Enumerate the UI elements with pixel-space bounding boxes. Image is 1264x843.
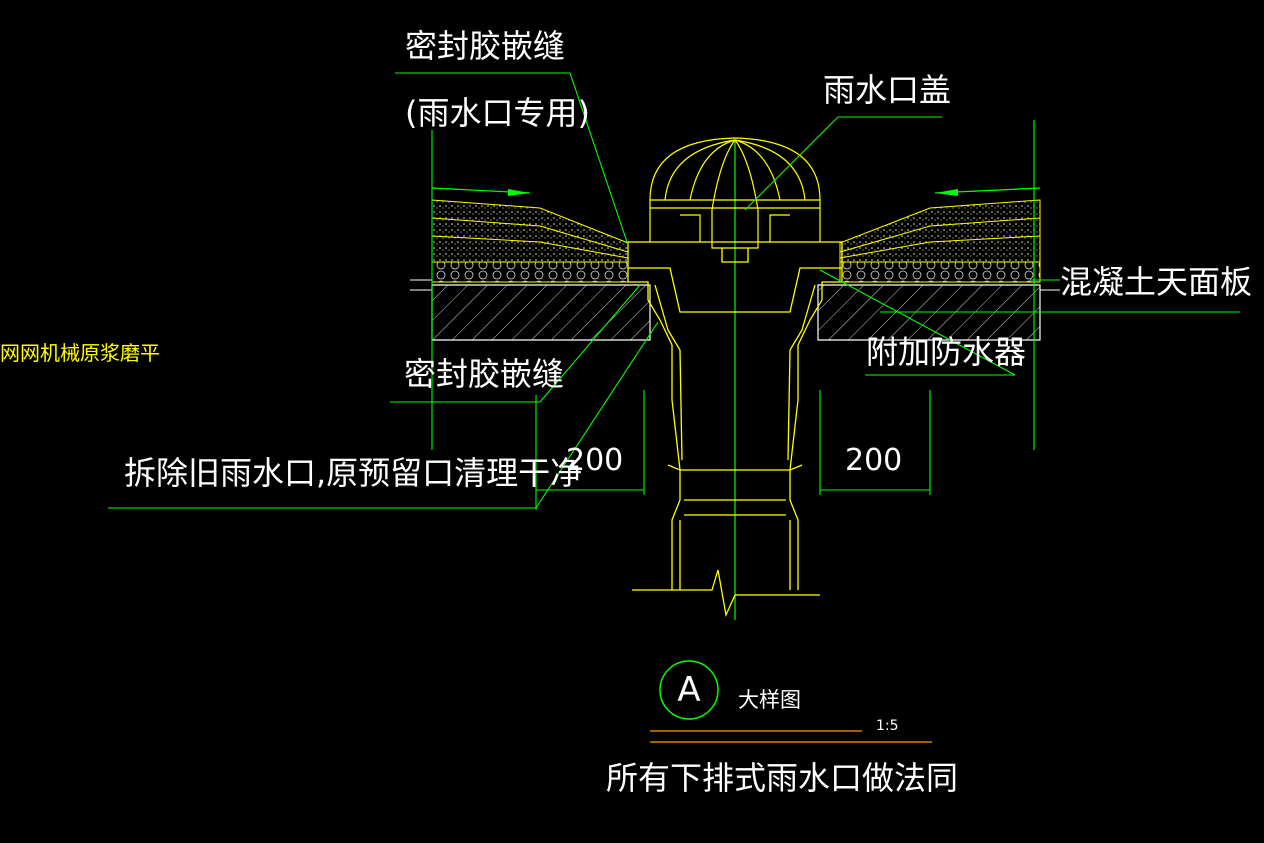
label-sealant-top-sub: (雨水口专用)	[405, 94, 590, 132]
left-roof-layers	[410, 199, 651, 341]
label-concrete-slab: 混凝土天面板	[1060, 263, 1253, 301]
dimension-right: 200	[845, 443, 903, 478]
detail-scale: 1:5	[876, 718, 899, 734]
dimension-lines	[535, 390, 931, 510]
label-demolish-note: 拆除旧雨水口,原预留口清理干净	[124, 454, 583, 492]
detail-symbol: A	[677, 670, 701, 710]
downpipe	[632, 464, 820, 618]
label-side-note: 网网机械原浆磨平	[0, 341, 160, 365]
detail-name: 大样图	[738, 688, 801, 712]
detail-symbol-circle	[659, 660, 719, 720]
drain-cover-dome	[649, 137, 821, 249]
label-extra-waterproof: 附加防水器	[866, 333, 1027, 371]
dimension-left: 200	[566, 443, 624, 478]
label-sealant-top: 密封胶嵌缝	[405, 27, 566, 65]
drain-body	[627, 241, 843, 471]
leader-lines	[108, 72, 1240, 509]
right-roof-layers	[817, 199, 1060, 341]
slope-arrows	[431, 187, 1041, 196]
label-sealant-bottom: 密封胶嵌缝	[404, 355, 565, 393]
label-drain-cover: 雨水口盖	[823, 71, 952, 109]
general-note: 所有下排式雨水口做法同	[606, 759, 959, 797]
